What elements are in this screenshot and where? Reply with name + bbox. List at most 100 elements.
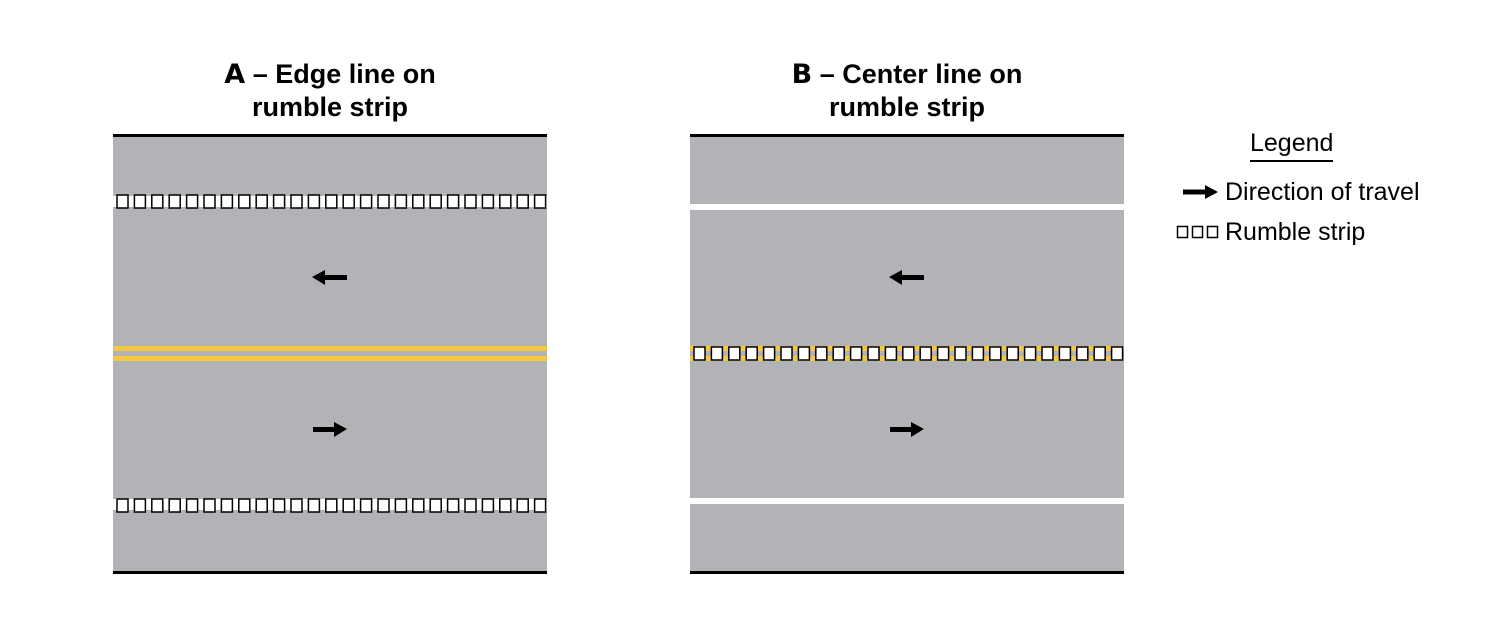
rumble-strip-square [203, 194, 216, 209]
road-b-bottom-edge [690, 571, 1124, 574]
rumble-strip-square [464, 194, 477, 209]
rumble-strip-square [936, 346, 950, 361]
rumble-strip-square [902, 346, 915, 361]
rumble-strip-square [429, 194, 442, 209]
legend-label-rumble: Rumble strip [1225, 218, 1366, 246]
road-a-bottom-edge [113, 571, 547, 574]
rumble-strip-square [1076, 346, 1089, 361]
rumble-strip-square [533, 498, 547, 513]
rumble-strip-square [133, 194, 147, 209]
rumble-strip-square [954, 346, 967, 361]
rumble-strip-square [151, 498, 164, 513]
rumble-strip-square [499, 194, 512, 209]
rumble-strip-square [377, 498, 390, 513]
rumble-strip-square [272, 194, 286, 209]
road-b-arrow-left-icon [889, 270, 924, 285]
rumble-strip-square [516, 194, 529, 209]
rumble-strip-square [745, 346, 758, 361]
rumble-strip-square [693, 346, 706, 361]
rumble-strip-square [849, 346, 863, 361]
rumble-strip-square [412, 194, 425, 209]
rumble-strip-square [394, 194, 408, 209]
rumble-strip-square [1058, 346, 1072, 361]
panel-a-title-line2: rumble strip [251, 92, 409, 122]
panel-b-letter: B [791, 59, 813, 90]
rumble-strip-square [255, 194, 268, 209]
rumble-strip-square [797, 346, 811, 361]
road-a-diagram [113, 134, 547, 574]
panel-a-letter: A [224, 59, 246, 90]
panel-b-title-line2: rumble strip [828, 92, 986, 122]
panel-a-title-line1: – Edge line on [245, 59, 436, 89]
rumble-strip-square [429, 498, 442, 513]
rumble-strip-square [185, 498, 199, 513]
road-b-diagram [690, 134, 1124, 574]
rumble-strip-square [220, 498, 234, 513]
rumble-strip-icon [1175, 217, 1221, 247]
arrow-right-icon [1175, 177, 1221, 207]
rumble-strip-square [133, 498, 147, 513]
rumble-strip-square [884, 346, 898, 361]
rumble-strip-square [307, 498, 321, 513]
rumble-strip-square [762, 346, 776, 361]
rumble-strip-square [342, 498, 355, 513]
panel-a-title: A – Edge line on rumble strip [110, 58, 550, 124]
rumble-strip-square [203, 498, 216, 513]
rumble-strip-square [307, 194, 321, 209]
road-a-center-line-2 [113, 356, 547, 361]
rumble-strip-square [359, 194, 373, 209]
rumble-strip-square [342, 194, 355, 209]
rumble-strip-square [325, 498, 338, 513]
rumble-strip-square [1110, 346, 1124, 361]
road-b-arrow-right-icon [890, 422, 924, 437]
legend-title: Legend [1250, 128, 1334, 162]
rumble-strip-square [728, 346, 741, 361]
rumble-strip-square [394, 498, 408, 513]
rumble-strip-square [1023, 346, 1037, 361]
rumble-strip-square [832, 346, 845, 361]
rumble-strip-square [255, 498, 268, 513]
rumble-strip-square [815, 346, 828, 361]
rumble-strip-square [168, 498, 181, 513]
rumble-strip-square [412, 498, 425, 513]
rumble-strip-square [1093, 346, 1106, 361]
road-a-arrow-left-icon [312, 270, 347, 285]
rumble-strip-square [971, 346, 985, 361]
rumble-strip-square [116, 498, 129, 513]
rumble-strip-square [168, 194, 181, 209]
rumble-strip-square [359, 498, 373, 513]
road-a-top-edge [113, 134, 547, 137]
rumble-strip-square [325, 194, 338, 209]
legend-item-rumble: Rumble strip [1175, 217, 1365, 247]
rumble-strip-square [516, 498, 529, 513]
legend-item-direction: Direction of travel [1175, 177, 1420, 207]
rumble-strip-square [238, 194, 251, 209]
road-b-bottom-edge-line [690, 498, 1124, 504]
rumble-strip-square [151, 194, 164, 209]
road-b-center-rumble-strip [693, 346, 1124, 361]
road-b-svg [690, 134, 1124, 574]
rumble-strip-square [780, 346, 793, 361]
road-b-top-edge [690, 134, 1124, 137]
rumble-strip-square [220, 194, 234, 209]
rumble-strip-square [272, 498, 286, 513]
rumble-strip-square [238, 498, 251, 513]
rumble-strip-square [1041, 346, 1054, 361]
road-a-top-rumble-strip [116, 194, 547, 209]
rumble-strip-square [446, 194, 460, 209]
road-a-center-line-1 [113, 346, 547, 351]
rumble-strip-square [290, 194, 303, 209]
panel-b-title: B – Center line on rumble strip [687, 58, 1127, 124]
road-a-svg [113, 134, 547, 574]
rumble-strip-square [481, 498, 495, 513]
rumble-strip-square [499, 498, 512, 513]
rumble-strip-square [446, 498, 460, 513]
rumble-strip-square [1006, 346, 1019, 361]
road-a-arrow-right-icon [313, 422, 347, 437]
rumble-strip-square [710, 346, 724, 361]
rumble-strip-square [377, 194, 390, 209]
rumble-strip-square [989, 346, 1002, 361]
road-b-top-edge-line [690, 204, 1124, 210]
legend-label-direction: Direction of travel [1225, 178, 1420, 206]
rumble-strip-square [867, 346, 880, 361]
